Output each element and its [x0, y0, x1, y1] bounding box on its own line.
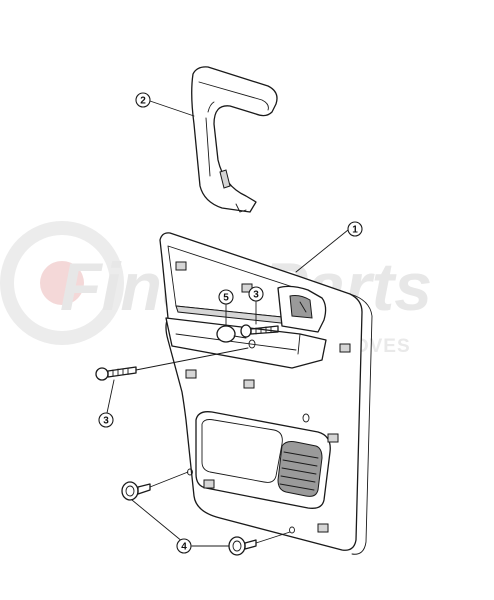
part-3-screw-lower [95, 347, 249, 381]
callout-3-upper: 3 [248, 286, 264, 302]
callout-3-lower: 3 [98, 412, 114, 428]
callout-circle [98, 412, 114, 428]
callout-circle [347, 221, 363, 237]
part-4-screw-upper [121, 471, 189, 501]
callout-circle [176, 538, 192, 554]
part-4-screw-lower [228, 531, 291, 556]
callout-label: 1 [352, 225, 358, 236]
callout-label: 2 [140, 96, 146, 107]
callout-2: 2 [135, 92, 151, 108]
callout-circle [218, 289, 234, 305]
part-2-trim-bracket [191, 66, 278, 213]
callout-5: 5 [218, 289, 234, 305]
callout-label: 5 [223, 293, 229, 304]
watermark-logo-dot [40, 261, 84, 305]
callout-circle [135, 92, 151, 108]
callout-label: 3 [253, 290, 259, 301]
callout-circle [248, 286, 264, 302]
watermark-logo-ring [0, 221, 124, 345]
part-1-door-trim-panel [159, 232, 373, 555]
retainer-clips [175, 261, 351, 533]
callout-label: 4 [181, 542, 187, 553]
part-3-screw-upper [240, 324, 279, 338]
leader-lines [106, 100, 349, 547]
callout-label: 3 [103, 416, 109, 427]
callout-1: 1 [347, 221, 363, 237]
callout-4: 4 [176, 538, 192, 554]
